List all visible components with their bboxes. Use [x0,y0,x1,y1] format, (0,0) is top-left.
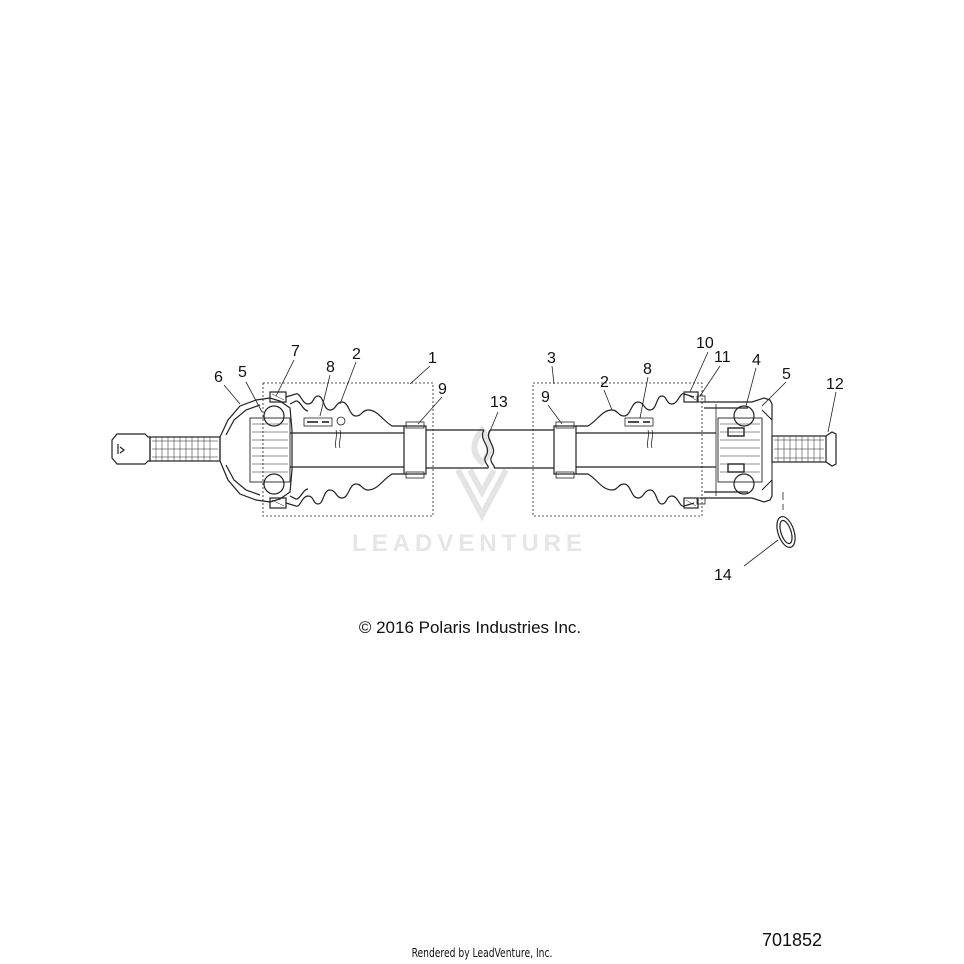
callout-4: 4 [752,352,761,369]
rendered-by-credit: Rendered by LeadVenture, Inc. [411,946,553,960]
callout-7: 7 [291,343,300,360]
right-spline-shaft [771,431,837,467]
o-ring [776,492,796,549]
center-shaft [426,429,554,469]
diagram-id: 701852 [762,930,823,950]
left-boot-label [303,416,346,427]
callout-5-left: 5 [238,364,247,381]
right-cv-ball-bottom [733,473,755,495]
callout-6: 6 [214,369,223,386]
watermark-text: LEADVENTURE [352,530,588,557]
left-cv-ball-bottom [263,473,285,495]
callout-1: 1 [428,350,437,367]
left-boot [285,393,404,507]
left-inner-shaft [290,421,427,479]
callout-9-right: 9 [541,389,550,406]
callout-10: 10 [696,335,714,352]
callout-11: 11 [714,349,731,366]
leader-lines [223,351,837,567]
left-spline-shaft [111,433,221,465]
callout-12: 12 [826,376,844,393]
left-boot-clamp-outer [269,391,287,509]
assembly-box-right [532,382,703,517]
callout-14: 14 [714,567,732,584]
callout-2-right: 2 [600,374,609,391]
callout-9-left: 9 [438,381,447,398]
left-inner-clamp [403,425,427,475]
right-cv-ball-top [733,405,755,427]
right-inner-clamp [553,425,577,475]
callout-8-right: 8 [643,361,652,378]
assembly-box-left [262,382,434,517]
left-cv-ball-top [263,405,285,427]
copyright-notice: © 2016 Polaris Industries Inc. [358,618,582,637]
callout-8-left: 8 [326,359,335,376]
left-cv-housing [219,397,293,503]
callout-2-left: 2 [352,346,361,363]
right-boot-label [624,417,654,427]
right-inner-shaft [553,421,716,479]
callout-labels: 1 2 2 3 4 5 5 6 7 8 8 9 9 10 11 12 13 14 [214,335,844,584]
right-cv-housing [700,397,773,503]
right-boot [576,393,695,507]
callout-13: 13 [490,394,508,411]
callout-5-right: 5 [782,366,791,383]
callout-3: 3 [547,350,556,367]
watermark-logo [455,425,509,522]
